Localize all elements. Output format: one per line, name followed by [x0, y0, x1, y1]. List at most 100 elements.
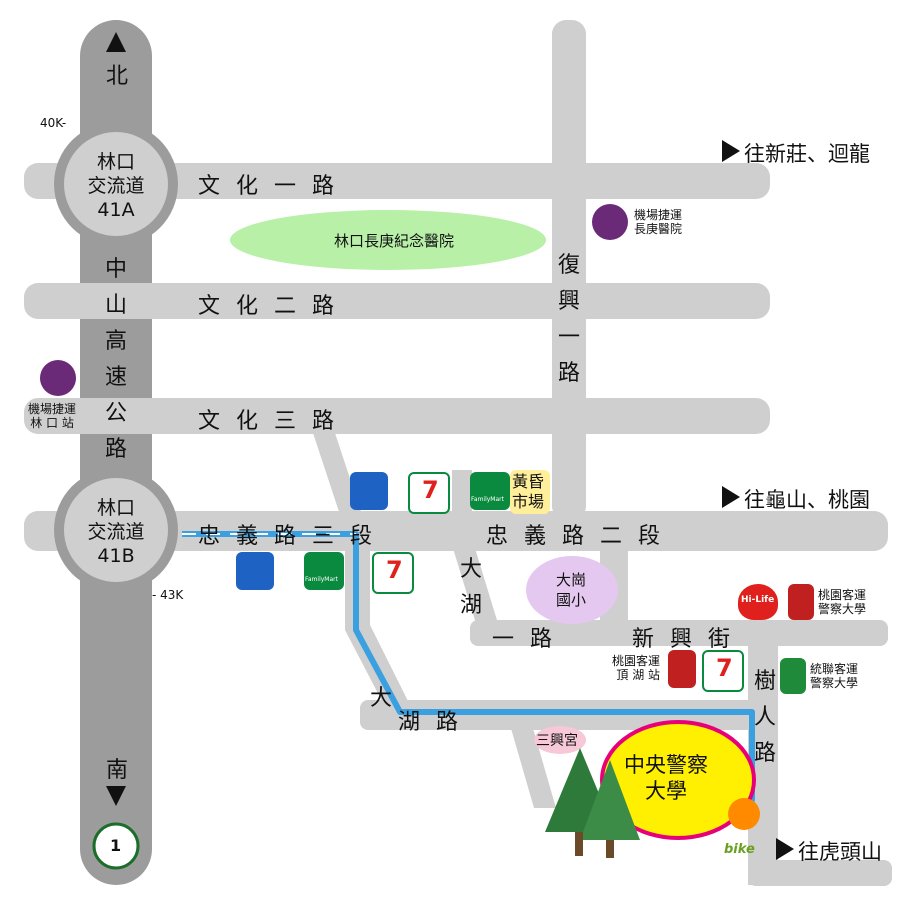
interchange-41a — [64, 132, 168, 236]
road-char: 路 — [557, 361, 580, 386]
road-wenhua3 — [24, 398, 770, 434]
highway-char: 公 — [104, 401, 127, 426]
dest-arrow-icon — [722, 486, 740, 508]
ubike-label: bike — [724, 842, 755, 857]
road-south-east — [748, 860, 892, 886]
hospital-area — [230, 210, 546, 270]
seven-number: 7 — [716, 654, 733, 682]
dest-arrow-icon — [776, 838, 794, 860]
station-line: 林 口 站 — [30, 416, 74, 430]
road-zhongyi — [24, 511, 888, 551]
dest-arrow-icon — [722, 140, 740, 162]
interchange-number: 41A — [97, 199, 135, 221]
bus-icon — [668, 650, 696, 688]
dest-northeast: 往新莊、迴龍 — [744, 142, 870, 166]
road-char: 復 — [557, 253, 580, 278]
road-dahu-upper — [452, 545, 500, 630]
road-label-zhongyi3: 忠義路三段 — [198, 524, 389, 549]
university-label: 中央警察 大學 — [624, 752, 708, 804]
south-label: 南 — [106, 758, 129, 783]
bus-tonglian-label: 統聯客運 警察大學 — [810, 662, 858, 690]
market-bg — [510, 470, 550, 514]
road-char: 人 — [753, 705, 776, 730]
highway-char: 中 — [104, 257, 127, 282]
station-line: 桃園客運 — [818, 588, 867, 602]
highway-char: 速 — [104, 365, 127, 390]
station-line: 警察大學 — [810, 676, 859, 690]
seven-eleven-icon: 7 — [702, 650, 744, 692]
seven-eleven-icon: 7 — [372, 552, 414, 594]
mrt-icon — [592, 204, 628, 240]
interchange-name: 林口 — [96, 151, 135, 173]
road-stub — [452, 470, 472, 520]
km-marker-lower: - 43K — [152, 588, 184, 602]
university-line: 大學 — [645, 779, 687, 803]
hilife-store-icon — [350, 472, 388, 510]
temple-label: 三興宮 — [536, 733, 578, 749]
road-label-wenhua1: 文化一路 — [198, 174, 351, 199]
route-shield-icon — [92, 822, 140, 870]
dest-east: 往龜山、桃園 — [744, 488, 870, 512]
seven-number: 7 — [422, 476, 439, 504]
hilife-heart-icon: Hi-Life — [738, 584, 778, 620]
road-label-fuxing: 復 興 一 路 — [556, 248, 582, 392]
seven-number: 7 — [386, 556, 403, 584]
road-char: 湖 — [459, 593, 482, 618]
road-label-xinxing-b: 新興街 — [632, 627, 747, 652]
seven-eleven-icon: 7 — [408, 472, 450, 514]
highway-char: 路 — [104, 437, 127, 462]
ubike-icon — [728, 798, 760, 830]
road-fuxing — [552, 20, 586, 520]
road-diag-top — [312, 430, 372, 545]
station-line: 桃園客運 — [612, 654, 661, 668]
familymart-icon: FamilyMart — [304, 552, 344, 590]
road-label-xinxing-a: 一路 — [492, 627, 569, 652]
mrt-hospital-label: 機場捷運 長庚醫院 — [634, 208, 682, 236]
familymart-text: FamilyMart — [305, 576, 338, 583]
mrt-linkou-label: 機場捷運 林 口 站 — [28, 402, 76, 430]
km-marker-upper: 40K- — [40, 116, 67, 130]
university-area — [600, 720, 756, 840]
university-line: 中央警察 — [624, 753, 708, 777]
road-label-dahu-a: 大 — [370, 686, 409, 711]
station-line: 統聯客運 — [810, 662, 859, 676]
school-area — [526, 556, 618, 624]
interchange-number: 41B — [97, 545, 135, 567]
highway-char: 山 — [104, 293, 127, 318]
interchange-41b-label: 林口 交流道 41B — [86, 496, 146, 568]
bus-toyuan-dinghu-label: 桃園客運 頂 湖 站 — [612, 654, 660, 682]
interchange-41a-label: 林口 交流道 41A — [86, 150, 146, 222]
station-line: 機場捷運 — [28, 402, 77, 416]
interchange-type: 交流道 — [87, 175, 145, 197]
market-line: 市場 — [512, 492, 545, 511]
school-label: 大崗 國小 — [556, 570, 586, 610]
road-dahu-diag — [345, 540, 410, 705]
mrt-icon — [40, 360, 76, 396]
road-char: 興 — [557, 289, 580, 314]
road-char: 路 — [753, 741, 776, 766]
tree-icon — [580, 760, 640, 840]
temple-area — [534, 726, 586, 754]
school-line: 國小 — [556, 591, 587, 609]
road-wenhua2 — [24, 283, 770, 319]
road-label-dahu-v: 大 湖 — [458, 552, 484, 624]
road-char: 一 — [557, 325, 580, 350]
tree-trunk — [606, 840, 614, 858]
bus-icon — [780, 658, 806, 694]
station-line: 長庚醫院 — [634, 222, 683, 236]
hilife-text: Hi-Life — [741, 595, 775, 605]
road-label-wenhua2: 文化二路 — [198, 294, 351, 319]
familymart-text: FamilyMart — [471, 496, 504, 503]
hospital-label: 林口長庚紀念醫院 — [334, 232, 455, 250]
interchange-41b — [64, 478, 168, 582]
bus-toyuan-univ-label: 桃園客運 警察大學 — [818, 588, 866, 616]
school-line: 大崗 — [556, 571, 587, 589]
road-temple — [510, 725, 556, 808]
station-line: 機場捷運 — [634, 208, 683, 222]
market-label: 黃昏 市場 — [512, 472, 544, 512]
road-label-dahu-b: 湖路 — [398, 710, 475, 735]
market-line: 黃昏 — [512, 472, 545, 491]
familymart-icon: FamilyMart — [470, 472, 510, 510]
south-arrow-icon — [106, 786, 126, 806]
